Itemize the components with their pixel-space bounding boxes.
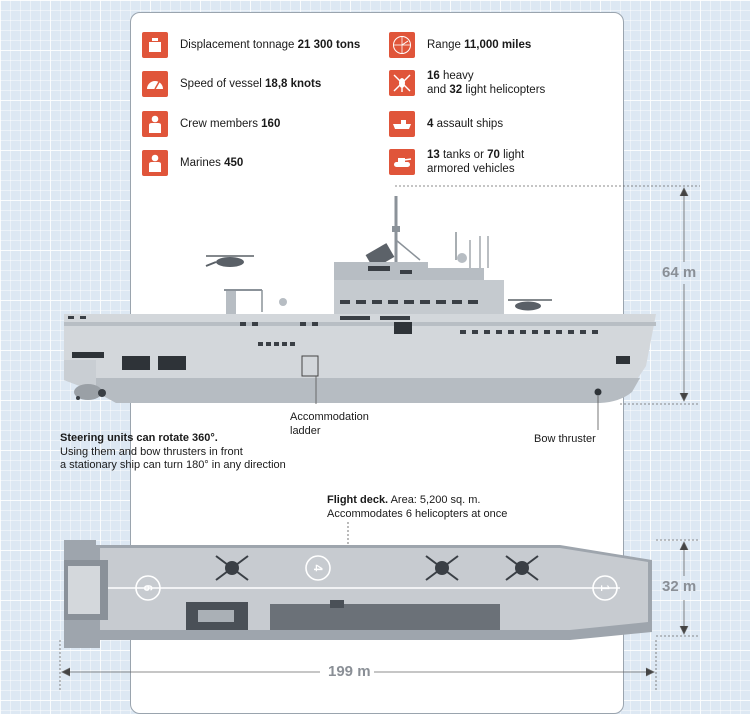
weight-icon [142, 32, 168, 58]
marine-icon [142, 150, 168, 176]
deck-helicopters [215, 555, 539, 581]
deck-spot-6: 6 [141, 585, 155, 592]
stat-range: Range 11,000 miles [389, 32, 531, 58]
stat-speed: Speed of vessel 18,8 knots [142, 71, 321, 97]
flight-deck-note: Flight deck. Area: 5,200 sq. m. Accommod… [327, 494, 508, 520]
helicopter-deck [508, 299, 552, 311]
tank-icon [389, 149, 415, 175]
helicopter-side [205, 255, 254, 267]
assault-ship-icon [389, 111, 415, 137]
height-label: 64 m [662, 264, 697, 281]
crew-icon [142, 111, 168, 137]
bow-thruster-label: Bow thruster [534, 433, 596, 445]
deck-spot-1: 1 [598, 585, 612, 592]
helicopter-icon [389, 70, 415, 96]
ship-illustration: 6 4 1 [59, 185, 700, 690]
stat-assault-ships: 4 assault ships [389, 111, 503, 137]
bow-thruster-marker [594, 388, 602, 396]
steering-units-note: Steering units can rotate 360°. Using th… [60, 432, 286, 471]
speedometer-icon [142, 71, 168, 97]
steering-unit-icon [74, 384, 106, 400]
deck-spot-4: 4 [311, 565, 325, 572]
flight-deck-top-view: 6 4 1 [64, 540, 652, 648]
height-dimension [395, 185, 700, 405]
ship-side-view [64, 196, 656, 403]
stat-crew: Crew members 160 [142, 111, 280, 137]
radar-range-icon [389, 32, 415, 58]
length-label: 199 m [328, 663, 371, 680]
width-label: 32 m [662, 578, 697, 595]
stat-displacement: Displacement tonnage 21 300 tons [142, 32, 360, 58]
stat-marines: Marines 450 [142, 150, 243, 176]
